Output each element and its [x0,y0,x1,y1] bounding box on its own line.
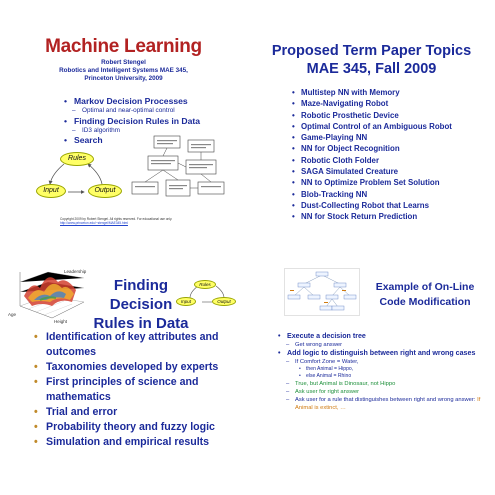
slide-finding-decision-rules: Leadership Age Height Finding Decision R… [0,248,247,495]
slide1-course: Robotics and Intelligent Systems MAE 345… [59,67,188,74]
bullet-item: Finding Decision Rules in Data [64,116,234,127]
mini-rules-node: Rules [194,280,216,289]
rules-cycle-diagram [48,163,103,194]
bullet-item: First principles of science and mathemat… [34,375,244,405]
output-node: Output [88,184,122,198]
slide2-title-line2: MAE 345, Fall 2009 [306,61,437,77]
slide2-title-line1: Proposed Term Paper Topics [271,43,472,59]
copyright-text: Copyright 2009 by Robert Stengel. All ri… [60,217,173,221]
topic-item: Optimal Control of an Ambiguous Robot [292,121,492,133]
bullet-item: Identification of key attributes and out… [34,330,244,360]
slide1-bullet-list: Markov Decision Processes Optimal and ne… [64,96,234,146]
bullet-item: Search [64,135,234,146]
topic-item: NN to Optimize Problem Set Solution [292,177,492,189]
slide4-title: Example of On-Line Code Modification [360,280,490,310]
bullet-item: Markov Decision Processes [64,96,234,107]
slide2-title: Proposed Term Paper Topics MAE 345, Fall… [248,42,495,78]
topic-list: Multistep NN with Memory Maze-Navigating… [292,87,492,223]
topic-item: Game-Playing NN [292,132,492,144]
input-node: Input [36,184,66,198]
slide3-title-line2: Rules in Data [93,315,189,332]
surface-plot-thumbnail: Leadership Age Height [8,269,87,324]
sub-bullet-item: Ask user for a rule that distinguishes b… [278,396,488,412]
topic-item: Maze-Navigating Robot [292,98,492,110]
topic-item: NN for Stock Return Prediction [292,211,492,223]
rule-request-text: Ask user for a rule that distinguishes b… [295,397,476,403]
slide3-bullet-list: Identification of key attributes and out… [34,330,244,450]
plot-z-label: Leadership [64,269,87,274]
rule-example-text: If Animal is extinct, … [295,397,481,411]
sub-bullet-item: Get wrong answer [278,341,488,349]
mini-output-node: Output [212,297,236,306]
bullet-item: Simulation and empirical results [34,435,244,450]
slide3-title-line1: Finding Decision [109,277,173,313]
slide-machine-learning: Machine Learning Robert Stengel Robotics… [0,0,247,247]
slide1-title: Machine Learning [45,36,202,57]
sub-sub-bullet-item: else Animal = Rhino [278,373,488,380]
topic-item: NN for Object Recognition [292,143,492,155]
arrow-output-rules [87,163,103,185]
plot-x-label: Age [8,312,17,317]
learning-system-schematic [131,135,225,197]
plot-y-label: Height [54,319,68,324]
sub-bullet-item: ID3 algorithm [64,127,234,136]
topic-item: Dust-Collecting Robot that Learns [292,200,492,212]
bullet-item: Add logic to distinguish between right a… [278,349,488,358]
copyright-notice: Copyright 2009 by Robert Stengel. All ri… [60,217,210,225]
sub-sub-bullet-item: then Animal = Hippo, [278,366,488,373]
slide4-title-line1: Example of On-Line [375,281,475,293]
sub-bullet-item: Optimal and near-optimal control [64,107,234,116]
arrow-rules-input [48,163,65,185]
slide1-university: Princeton University, 2009 [84,75,163,82]
topic-item: Multistep NN with Memory [292,87,492,99]
topic-item: SAGA Simulated Creature [292,166,492,178]
topic-item: Robotic Cloth Folder [292,155,492,167]
sub-bullet-item: If Comfort Zone = Water, [278,358,488,366]
topic-item: Robotic Prosthetic Device [292,110,492,122]
bullet-item: Execute a decision tree [278,332,488,341]
topic-item: Blob-Tracking NN [292,189,492,201]
sub-bullet-item: True, but Animal is Dinosaur, not Hippo [278,380,488,388]
sub-bullet-item: Ask user for right answer [278,388,488,396]
rules-node: Rules [60,152,94,166]
slide-online-code-modification: Example of On-Line Code Modification Exe… [248,248,495,495]
slide1-author: Robert Stengel [101,59,146,66]
slide3-title: Finding Decision Rules in Data [86,276,196,333]
bullet-item: Probability theory and fuzzy logic [34,420,244,435]
slide-term-paper-topics: Proposed Term Paper Topics MAE 345, Fall… [248,0,495,247]
bullet-item: Taxonomies developed by experts [34,360,244,375]
decision-tree-thumbnail [284,268,360,316]
copyright-link[interactable]: http://www.princeton.edu/~stengel/MAE345… [60,221,128,225]
mini-input-node: Input [176,297,196,306]
slide4-bullet-list: Execute a decision tree Get wrong answer… [278,332,488,412]
slide4-title-line2: Code Modification [379,296,471,308]
bullet-item: Trial and error [34,405,244,420]
